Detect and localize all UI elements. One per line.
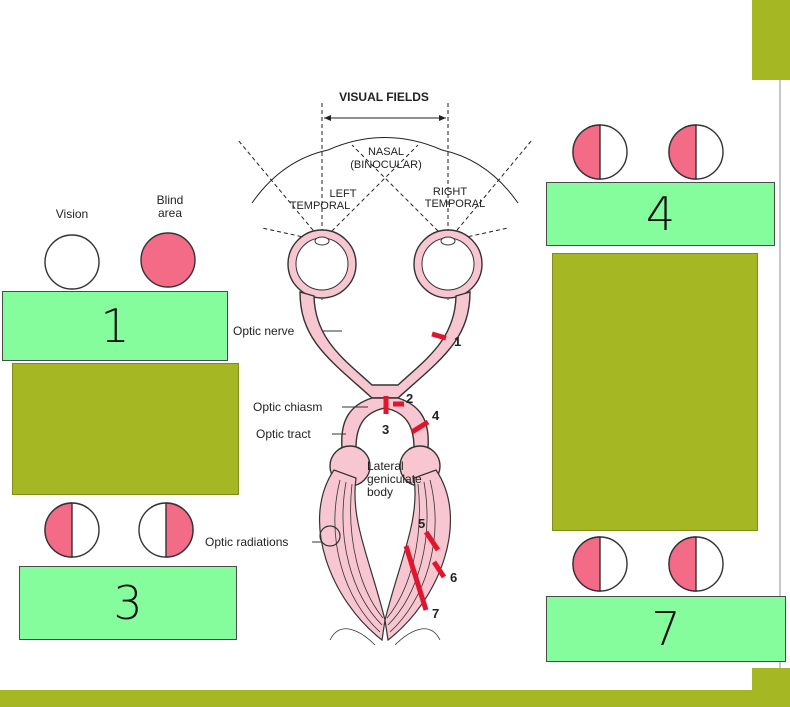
slide-accent-bar-bottom [0,690,790,707]
right-temporal-arc [441,149,519,204]
right-temporal-label: TEMPORAL [425,198,486,210]
slide-divider-line [779,80,781,670]
left-nasal-ray [321,144,419,242]
lesion-number-6: 6 [450,570,457,585]
left-lens [314,236,330,246]
optic-radiations-label: Optic radiations [205,535,288,549]
left-eye-inner [295,237,349,291]
defect-4-left-eye-blind-half [572,124,601,180]
right-optic-radiations [384,469,451,642]
legend-vision-circle [44,234,100,290]
legend-blind-circle [140,232,196,288]
field-defect-7 [572,536,724,592]
lesion-number-4: 4 [432,408,440,423]
optic-tract-label: Optic tract [256,427,311,441]
lesion-mark-7 [403,545,429,611]
body-label: body [367,485,393,499]
optic-nerves [299,291,471,399]
answer-cover-box-2[interactable] [12,363,239,495]
lesion-number-7: 7 [432,606,439,621]
answer-label-4-text: 4 [645,187,676,241]
lesion-number-1: 1 [454,334,461,349]
right-temporal-ray [447,139,533,242]
span-arrow-left [324,115,331,121]
answer-label-4[interactable]: 4 [546,182,775,246]
right-label: RIGHT [433,186,468,198]
defect-3-left-eye-blind-half [44,502,73,558]
legend-area-label: area [158,206,182,220]
lesion-mark-4 [410,419,430,435]
legend-vision-label: Vision [56,207,88,221]
defect-7-right-eye-blind-half [668,536,697,592]
binocular-label: (BINOCULAR) [350,159,422,171]
lesion-number-5: 5 [418,516,425,531]
slide-accent-bar-top-right [752,0,790,80]
field-defect-3 [44,502,194,558]
lateral-label: Lateral [367,459,404,473]
defect-3-right-eye-blind-half [165,502,194,558]
lesion-mark-6 [431,560,447,579]
nasal-arc [327,137,443,151]
left-temporal-ray [237,139,323,242]
left-optic-radiations [319,469,386,642]
lesion-number-3: 3 [382,422,389,437]
defect-4-right-eye-blind-half [668,124,697,180]
right-lens [440,236,456,246]
answer-label-1[interactable]: 1 [2,291,228,361]
field-defect-4 [572,124,724,180]
right-eye-inner [421,237,475,291]
answer-label-7-text: 7 [651,602,681,656]
lesion-numbers: 1 2 3 4 5 6 7 [382,334,461,621]
answer-label-3-text: 3 [113,576,143,630]
left-temporal-arc [251,149,329,204]
left-temporal-label: TEMPORAL [290,200,351,212]
lesion-mark-5 [423,530,441,552]
right-nasal-ray [351,144,449,242]
radiation-fibers [329,479,441,646]
answer-label-3[interactable]: 3 [19,566,237,640]
optic-nerve-label: Optic nerve [233,324,295,338]
lesion-number-2: 2 [406,391,413,406]
left-label: LEFT [330,188,357,200]
answer-cover-box-5-6[interactable] [552,253,758,531]
optic-chiasm-label: Optic chiasm [253,400,322,414]
lesion-mark-1 [431,331,447,341]
geniculate-label: geniculate [367,472,422,486]
visual-fields-title: VISUAL FIELDS [339,90,429,104]
lesion-marks [383,331,447,611]
span-arrow-right [439,115,446,121]
legend-blind-label: Blind [157,193,184,207]
answer-label-1-text: 1 [100,299,130,353]
answer-label-7[interactable]: 7 [546,596,786,662]
slide-accent-bar-corner [752,668,790,690]
radiations-callout-loop [319,525,341,547]
nasal-label: NASAL [368,146,404,158]
defect-7-left-eye-blind-half [572,536,601,592]
